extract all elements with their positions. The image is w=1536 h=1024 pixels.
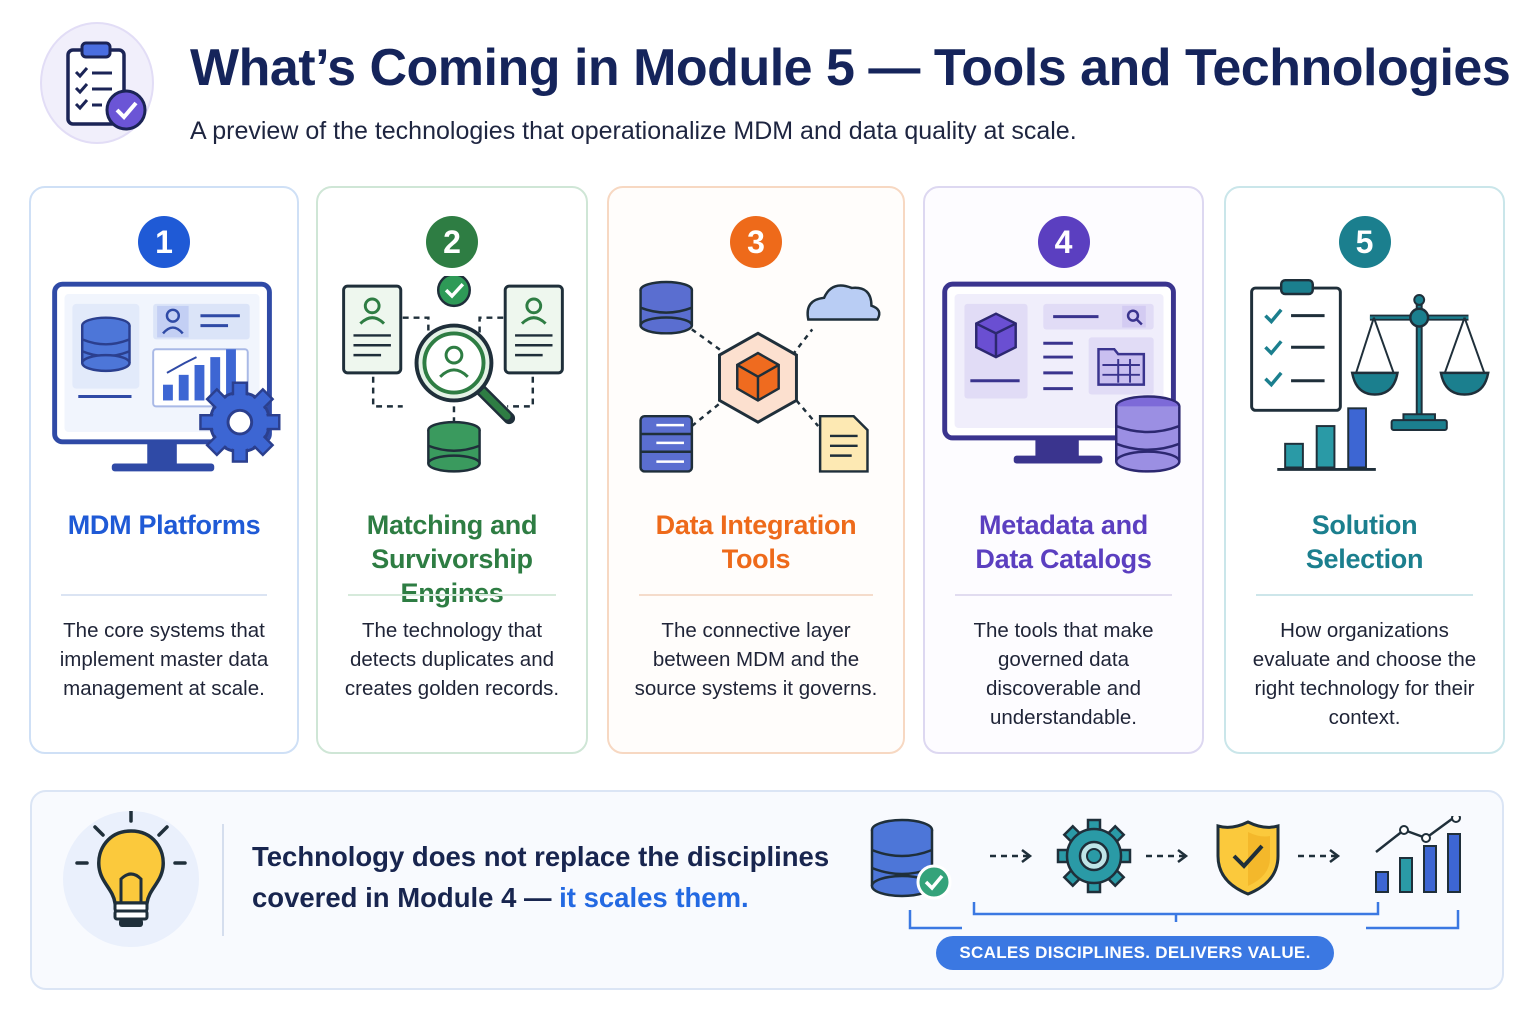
takeaway-text: Technology does not replace the discipli… (252, 841, 830, 913)
card-solution-selection: 5 Solution Selection How organizations e… (1224, 186, 1505, 754)
card-matching-engines: 2 Matching a (316, 186, 588, 754)
takeaway-panel: Technology does not replace the discipli… (30, 790, 1504, 990)
card-divider (348, 594, 556, 596)
card-divider (61, 594, 267, 596)
card-title: Data Integration Tools (655, 510, 857, 574)
card-title: Metadata and Data Catalogs (975, 510, 1152, 574)
step-number-badge: 1 (138, 216, 190, 268)
value-pill: SCALES DISCIPLINES. DELIVERS VALUE. (936, 936, 1334, 970)
card-title: MDM Platforms (67, 510, 261, 540)
card-divider (1256, 594, 1473, 596)
lightbulb-icon (63, 809, 199, 947)
shield-check-icon (1216, 820, 1280, 896)
card-metadata-catalogs: 4 Metadata and Data Catalogs (923, 186, 1204, 754)
takeaway-accent: it scales them. (559, 882, 749, 913)
card-description: The core systems that implement master d… (59, 619, 269, 700)
clipboard-checklist-icon (40, 22, 154, 144)
card-title: Matching and Survivorship Engines (366, 510, 538, 608)
card-data-integration: 3 Data Integration Tools The con (607, 186, 905, 754)
database-check-icon (870, 818, 952, 900)
integration-hub-icon (639, 280, 881, 473)
catalog-monitor-icon (942, 281, 1181, 473)
magnifier-records-icon (342, 276, 564, 473)
step-number-badge: 2 (426, 216, 478, 268)
step-number-badge: 5 (1338, 216, 1391, 268)
card-description: The technology that detects duplicates a… (344, 619, 560, 700)
card-title: Solution Selection (1305, 510, 1424, 574)
vertical-divider (222, 824, 224, 936)
value-flow-diagram (870, 816, 1461, 930)
card-mdm-platforms: 1 (29, 186, 299, 754)
page-title: What’s Coming in Module 5 — Tools and Te… (190, 39, 1511, 97)
monitor-database-gear-icon (52, 281, 281, 472)
page-subtitle: A preview of the technologies that opera… (190, 117, 1077, 145)
card-description: The connective layer between MDM and the… (634, 619, 878, 700)
step-number-badge: 4 (1037, 216, 1090, 268)
card-description: How organizations evaluate and choose th… (1252, 619, 1477, 729)
card-divider (955, 594, 1172, 596)
growth-chart-icon (1375, 816, 1461, 893)
step-number-badge: 3 (730, 216, 782, 268)
checklist-scale-icon (1250, 278, 1490, 471)
gear-icon (1056, 818, 1132, 894)
card-divider (639, 594, 873, 596)
card-description: The tools that make governed data discov… (973, 619, 1154, 729)
